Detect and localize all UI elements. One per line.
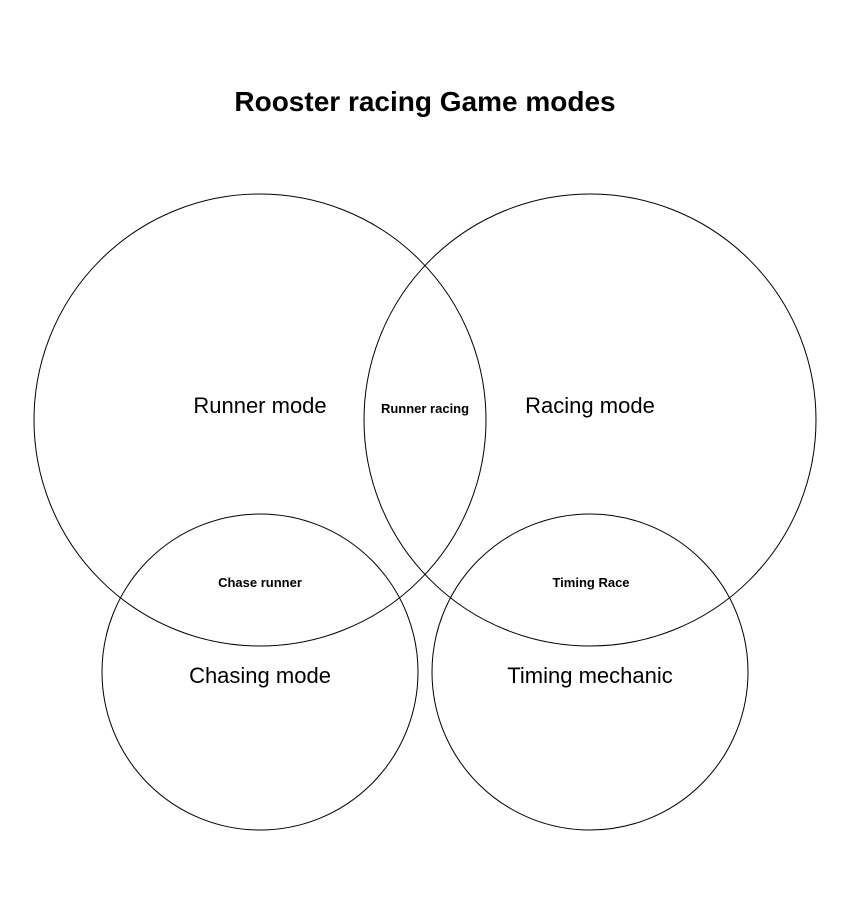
runner-racing-intersection-label: Runner racing [381, 401, 469, 416]
timing-mechanic-circle [431, 513, 749, 831]
chasing-mode-circle [101, 513, 419, 831]
chase-runner-intersection-label: Chase runner [218, 575, 302, 590]
runner-mode-circle [33, 193, 487, 647]
timing-race-intersection-label: Timing Race [552, 575, 629, 590]
timing-mechanic-label: Timing mechanic [507, 663, 672, 688]
racing-mode-circle [363, 193, 817, 647]
chasing-mode-label: Chasing mode [189, 663, 331, 688]
racing-mode-label: Racing mode [525, 393, 655, 418]
diagram-title: Rooster racing Game modes [234, 86, 616, 117]
runner-mode-label: Runner mode [193, 393, 326, 418]
